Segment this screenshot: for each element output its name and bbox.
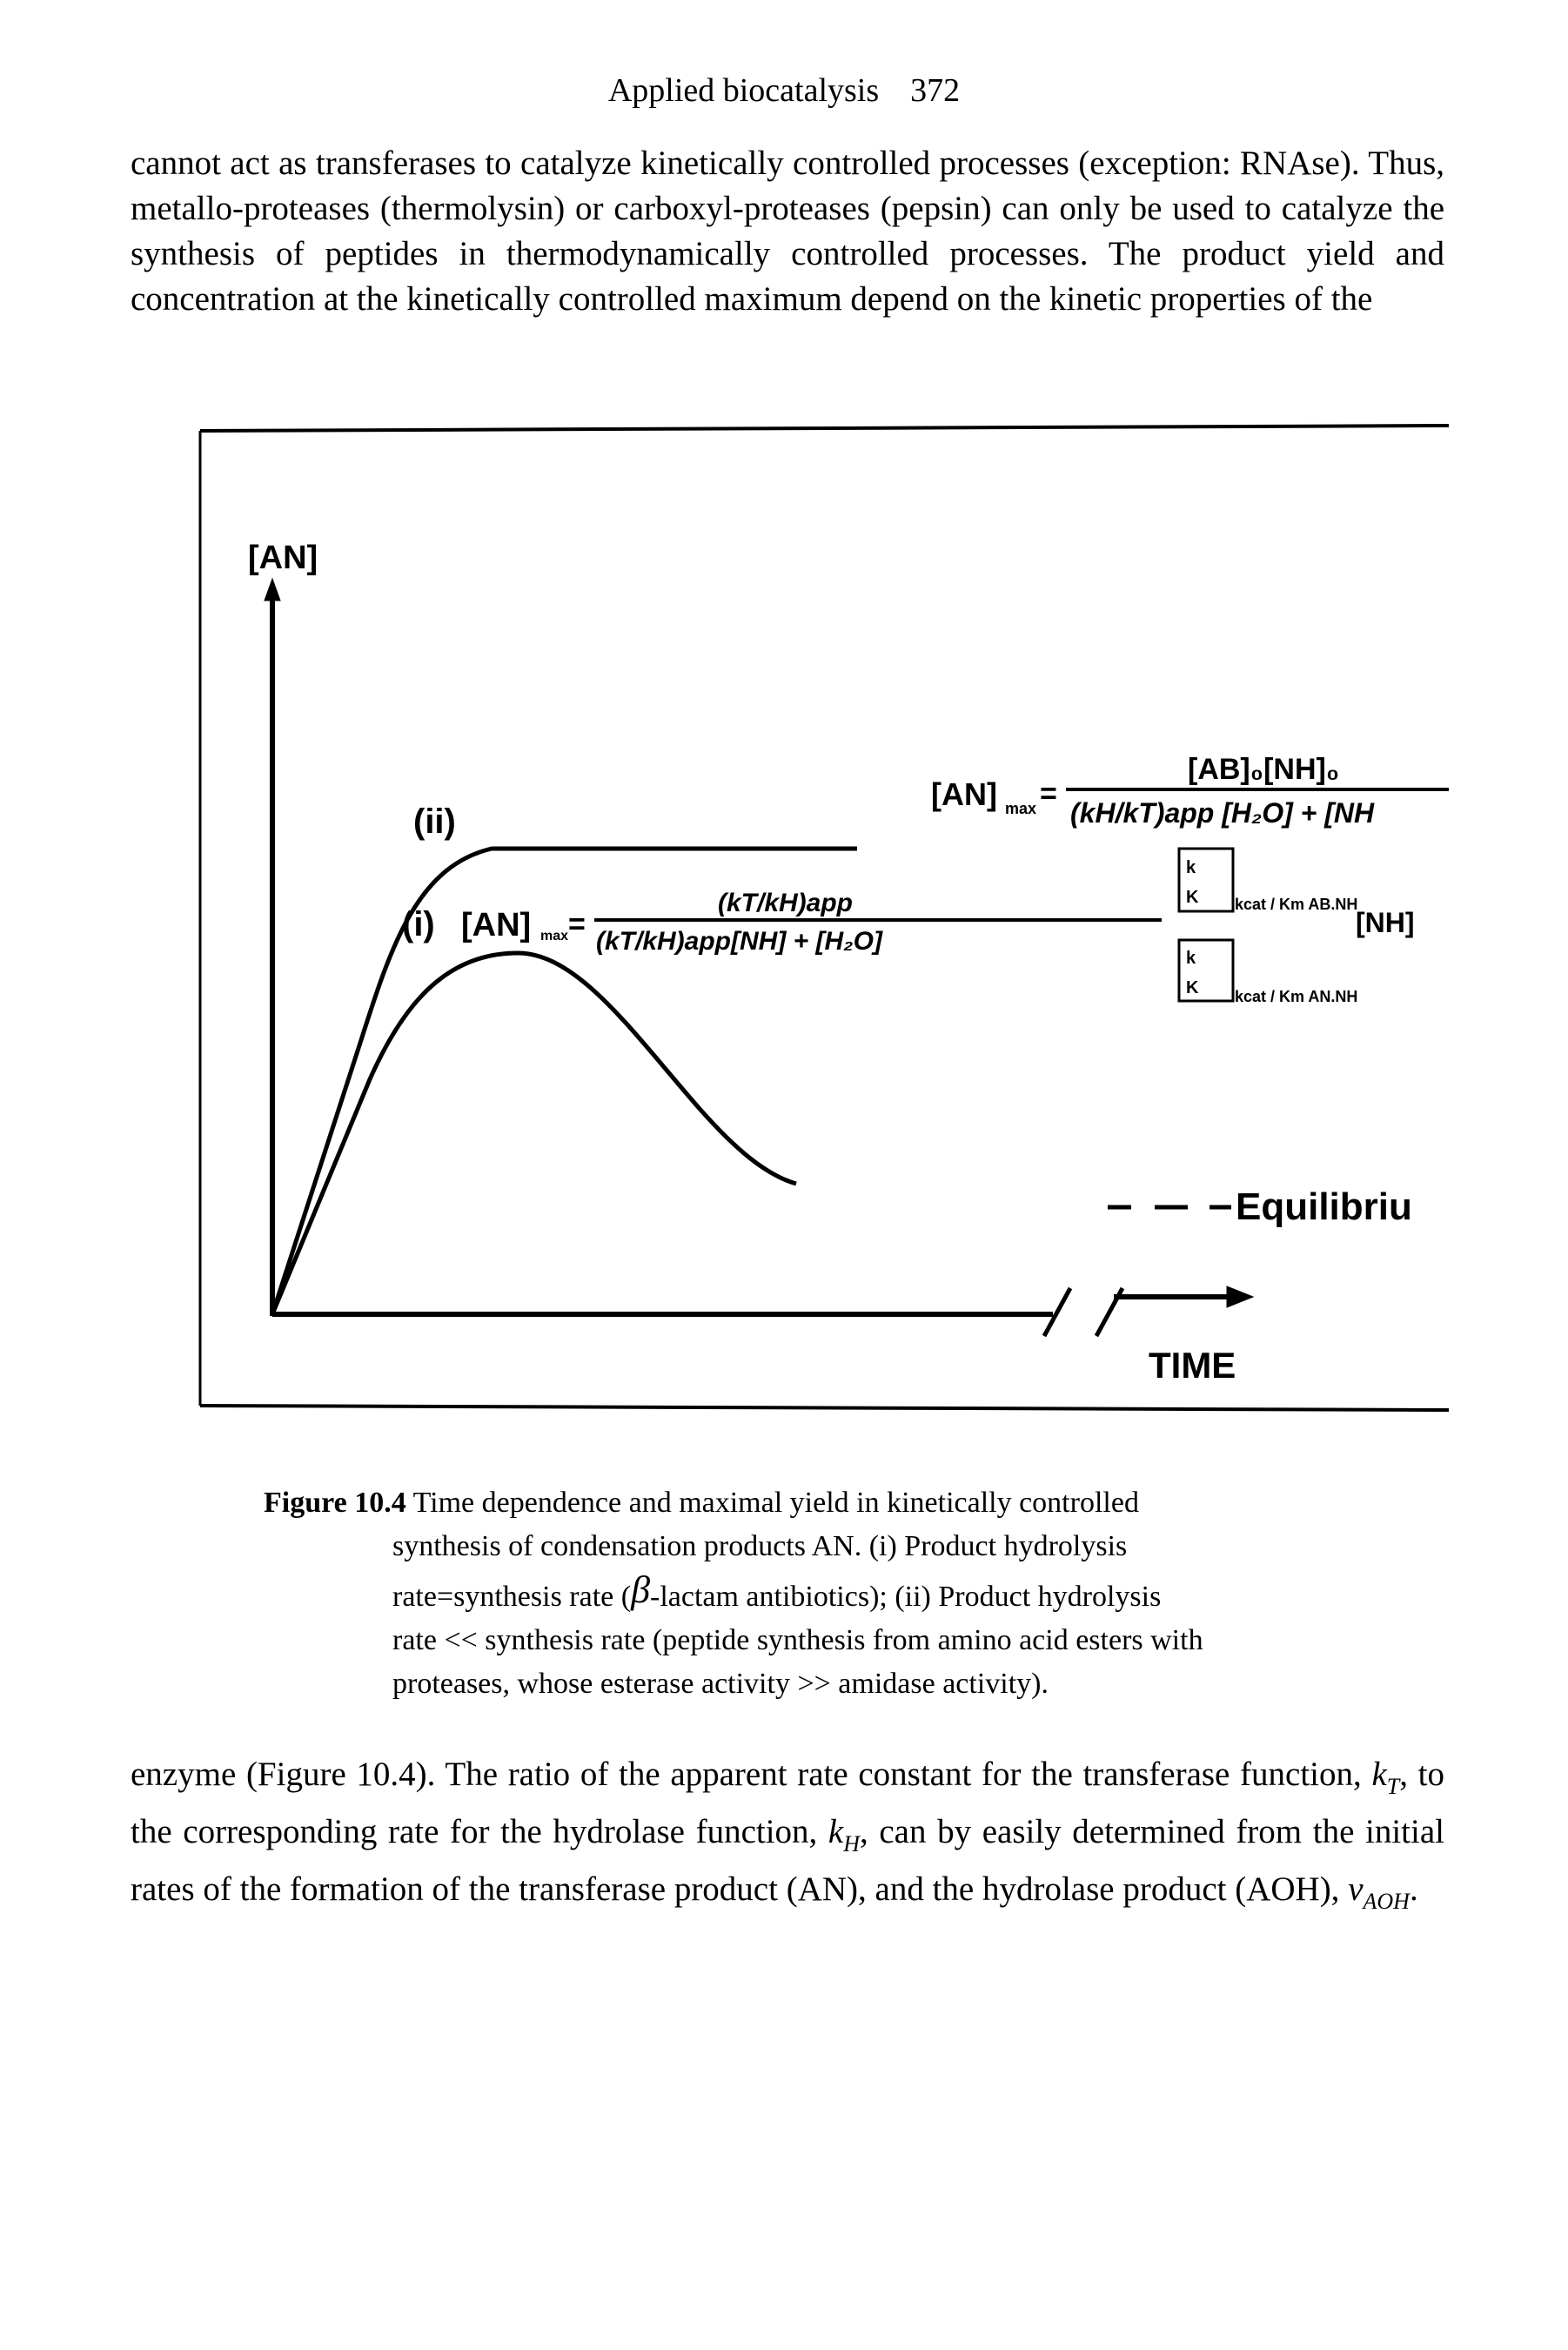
curve-ii: [270, 846, 857, 1315]
eq-ii-lhs: [AN]: [931, 776, 997, 812]
paragraph-bottom-s3: , can by easily determined from the init…: [131, 1813, 1444, 1908]
body-paragraph-bottom: enzyme (Figure 10.4). The ratio of the a…: [131, 1752, 1444, 1924]
caption-line-2: synthesis of condensation products AN. (…: [392, 1530, 1128, 1562]
subscript-t: T: [1386, 1774, 1400, 1799]
paragraph-bottom-s2: , to the corresponding rate for the hydr…: [131, 1756, 1444, 1850]
equation-i: [AN] max = (kT/kH)app (kT/kH)app[NH] + […: [461, 847, 1415, 1005]
eq-i-ratio-bottom: kcat / Km AN.NH: [1235, 988, 1357, 1005]
svg-text:K: K: [1186, 978, 1199, 997]
eq-i-denominator: (kT/kH)app[NH] + [H₂O]: [596, 927, 883, 956]
eq-i-ratio-top: kcat / Km AB.NH: [1235, 896, 1357, 913]
symbol-k-t: k: [1371, 1756, 1387, 1793]
page-header: Applied biocatalysis 372: [0, 71, 1568, 110]
caption-line-4: rate << synthesis rate (peptide synthesi…: [392, 1624, 1203, 1656]
axes: [264, 577, 1255, 1338]
y-axis-arrow-icon: [264, 577, 281, 601]
figure-frame: [198, 424, 1449, 1412]
curves: [270, 846, 857, 1315]
x-axis-label: TIME: [1149, 1345, 1236, 1386]
caption-line-1: Time dependence and maximal yield in kin…: [412, 1487, 1139, 1519]
figure-caption: Figure 10.4 Time dependence and maximal …: [264, 1481, 1351, 1706]
subscript-aoh: AOH: [1363, 1889, 1410, 1914]
eq-i-lhs-sub: max: [540, 929, 568, 943]
equation-ii: [AN] max = [AB]₀[NH]₀ (kH/kT)app [H₂O] +…: [931, 753, 1449, 829]
curve-ii-label: (ii): [413, 802, 456, 841]
eq-ii-denominator: (kH/kT)app [H₂O] + [NH: [1070, 797, 1375, 829]
curve-i-label: (i): [402, 905, 435, 943]
caption-label: Figure 10.4: [264, 1487, 406, 1519]
eq-i-numerator: (kT/kH)app: [718, 889, 853, 917]
eq-i-lhs: [AN]: [461, 907, 531, 943]
svg-text:k: k: [1186, 949, 1196, 968]
curve-i: [270, 950, 797, 1315]
paragraph-bottom-s1: enzyme (Figure 10.4). The ratio of the a…: [131, 1756, 1362, 1793]
caption-line-3b: -lactam antibiotics); (ii) Product hydro…: [650, 1581, 1162, 1613]
symbol-k-h: k: [828, 1813, 844, 1850]
figure-10-4: [AN] TIME (ii) (i) [AN] max = [AB]₀[NH]₀…: [196, 413, 1449, 1419]
body-paragraph-top: cannot act as transferases to catalyze k…: [131, 144, 1444, 318]
running-title: Applied biocatalysis: [607, 72, 880, 109]
eq-i-tail: [NH]: [1356, 907, 1415, 938]
caption-line-3a: rate=synthesis rate (: [392, 1581, 632, 1613]
svg-text:=: =: [1040, 777, 1057, 810]
svg-text:k: k: [1186, 858, 1196, 877]
equilibrium-legend: Equilibriu: [1108, 1185, 1412, 1228]
y-axis-label: [AN]: [248, 540, 318, 576]
caption-line-5: proteases, whose esterase activity >> am…: [392, 1668, 1049, 1700]
page-number: 372: [910, 72, 961, 109]
eq-ii-numerator: [AB]₀[NH]₀: [1188, 753, 1339, 786]
paragraph-bottom-end: .: [1409, 1870, 1418, 1908]
figure-plot: [AN] TIME (ii) (i) [AN] max = [AB]₀[NH]₀…: [198, 424, 1449, 1412]
beta-symbol: β: [631, 1568, 650, 1611]
x-axis-arrow-icon: [1226, 1286, 1255, 1308]
svg-text:K: K: [1186, 888, 1199, 907]
eq-ii-lhs-sub: max: [1005, 800, 1036, 817]
equilibrium-label: Equilibriu: [1236, 1185, 1412, 1228]
svg-text:=: =: [568, 908, 586, 941]
subscript-h: H: [843, 1831, 861, 1856]
symbol-v: v: [1348, 1870, 1364, 1908]
